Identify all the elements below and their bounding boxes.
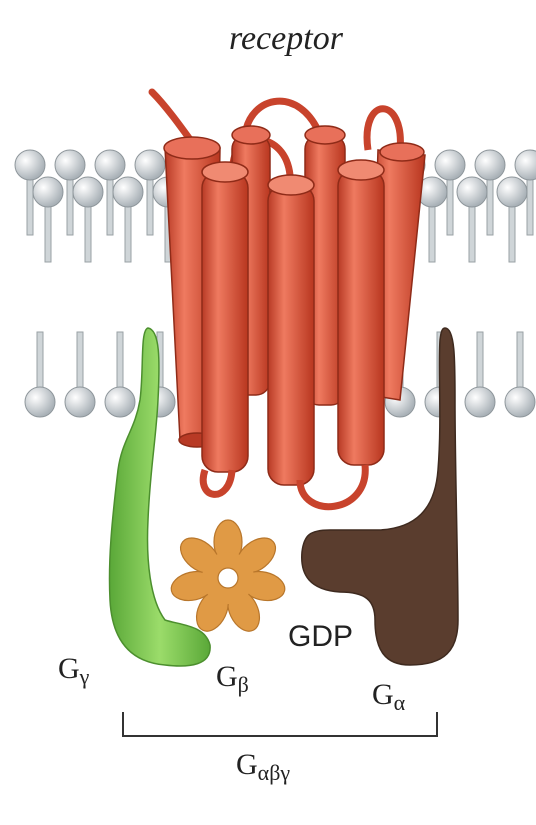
receptor-loop: [203, 470, 232, 494]
gdp-label: GDP: [288, 620, 353, 654]
g-protein-complex-label: Gαβγ: [236, 748, 290, 786]
lipid: [505, 332, 535, 417]
g-alpha-label: Gα: [372, 678, 405, 716]
g-beta-label: Gβ: [216, 660, 249, 698]
receptor-title: receptor: [229, 20, 343, 58]
receptor-helix: [202, 162, 248, 472]
lipid: [465, 332, 495, 417]
lipid: [73, 177, 103, 262]
g-beta-subunit: [168, 520, 287, 636]
lipid: [25, 332, 55, 417]
lipid: [65, 332, 95, 417]
receptor-helix: [338, 160, 384, 465]
lipid: [105, 332, 135, 417]
receptor-helix-bundle: [152, 92, 425, 507]
receptor-helix: [268, 175, 314, 485]
g-beta-center: [218, 568, 238, 588]
lipid: [113, 177, 143, 262]
lipid: [33, 177, 63, 262]
lipid: [497, 177, 527, 262]
g-gamma-label: Gγ: [58, 652, 89, 690]
lipid: [457, 177, 487, 262]
